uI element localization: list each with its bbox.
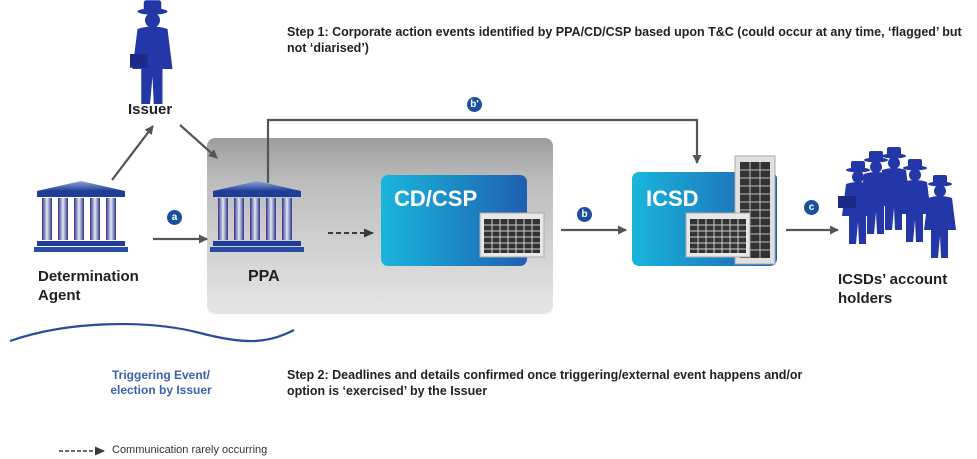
triggering-event-wave	[9, 322, 295, 343]
arrow-agent-to-issuer	[111, 125, 154, 181]
badge-c: c	[804, 200, 819, 215]
ppa-label: PPA	[248, 268, 280, 285]
arrow-issuer-to-ppa	[179, 124, 218, 159]
cd-csp-label: CD/CSP	[394, 186, 478, 211]
icsd-label: ICSD	[646, 186, 699, 211]
legend-text: Communication rarely occurring	[112, 444, 268, 456]
ppa-bank-icon	[210, 181, 304, 252]
icsd-server-icon	[685, 212, 751, 258]
badge-b: b	[577, 207, 592, 222]
determination-agent-label: Determination Agent	[38, 268, 139, 304]
determination-agent-bank-icon	[34, 181, 128, 252]
account-holders-label: ICSDs’ account holders	[838, 271, 948, 307]
step2-text: Step 2: Deadlines and details confirmed …	[287, 368, 803, 398]
issuer-label: Issuer	[128, 101, 173, 118]
triggering-event-label: Triggering Event/ election by Issuer	[110, 368, 212, 397]
badge-b-prime: b'	[467, 97, 482, 112]
badge-a: a	[167, 210, 182, 225]
step1-text: Step 1: Corporate action events identifi…	[287, 25, 962, 55]
account-holders-crowd-icon	[838, 147, 956, 258]
cd-csp-server-icon	[479, 212, 545, 258]
arrow-b-prime	[266, 118, 702, 183]
issuer-icon	[130, 0, 173, 104]
